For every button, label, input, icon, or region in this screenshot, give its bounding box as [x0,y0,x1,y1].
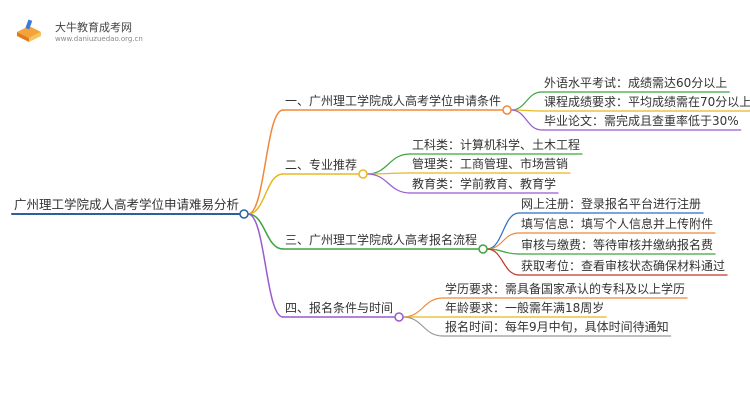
leaf-connector [366,153,411,175]
leaf-connector [510,109,543,131]
leaf-topic: 网上注册：登录报名平台进行注册 [521,197,702,211]
leaf-topic: 外语水平考试：成绩需达60分以上 [544,76,728,90]
branch-topic: 二、专业推荐 [285,158,358,172]
leaf-connector [402,297,444,318]
leaf-topic: 报名时间：每年9月中旬，具体时间待通知 [445,320,669,334]
leaf-topic: 学历要求：需具备国家承认的专科及以上学历 [445,282,686,296]
branch-topic: 四、报名条件与时间 [285,301,394,315]
branch-topic: 一、广州理工学院成人高考学位申请条件 [285,94,502,108]
root-topic: 广州理工学院成人高考学位申请难易分析 [14,197,240,212]
leaf-topic: 年龄要求：一般需年满18周岁 [445,301,605,315]
leaf-topic: 毕业论文：需完成且查重率低于30% [544,114,739,128]
leaf-topic: 课程成绩要求：平均成绩需在70分以上 [544,95,750,109]
node-dot [502,105,512,115]
node-dot [239,209,249,219]
leaf-topic: 管理类：工商管理、市场营销 [412,157,569,171]
node-dot [394,312,404,322]
leaf-topic: 审核与缴费：等待审核并缴纳报名费 [521,238,714,252]
site-url: www.daniuzuedao.org.cn [55,35,143,43]
leaf-topic: 填写信息：填写个人信息并上传附件 [521,217,714,231]
node-dot [358,169,368,179]
book-pen-icon [17,19,41,42]
site-name: 大牛教育成考网 [55,21,132,34]
leaf-topic: 教育类：学前教育、教育学 [412,177,557,191]
branch-connector [247,213,284,250]
leaf-connector [510,91,543,111]
leaf-topic: 工科类：计算机科学、土木工程 [412,138,581,152]
branch-topic: 三、广州理工学院成人高考报名流程 [285,233,478,247]
branch-connector [247,173,284,215]
branch-connector [247,109,284,215]
leaf-connector [402,316,444,337]
leaf-connector [486,248,520,276]
leaf-connector [366,173,411,194]
branch-connector [247,213,284,318]
leaf-connector [486,212,520,250]
leaf-connector [486,232,520,250]
leaf-topic: 获取考位：查看审核状态确保材料通过 [521,259,726,273]
node-dot [478,244,488,254]
